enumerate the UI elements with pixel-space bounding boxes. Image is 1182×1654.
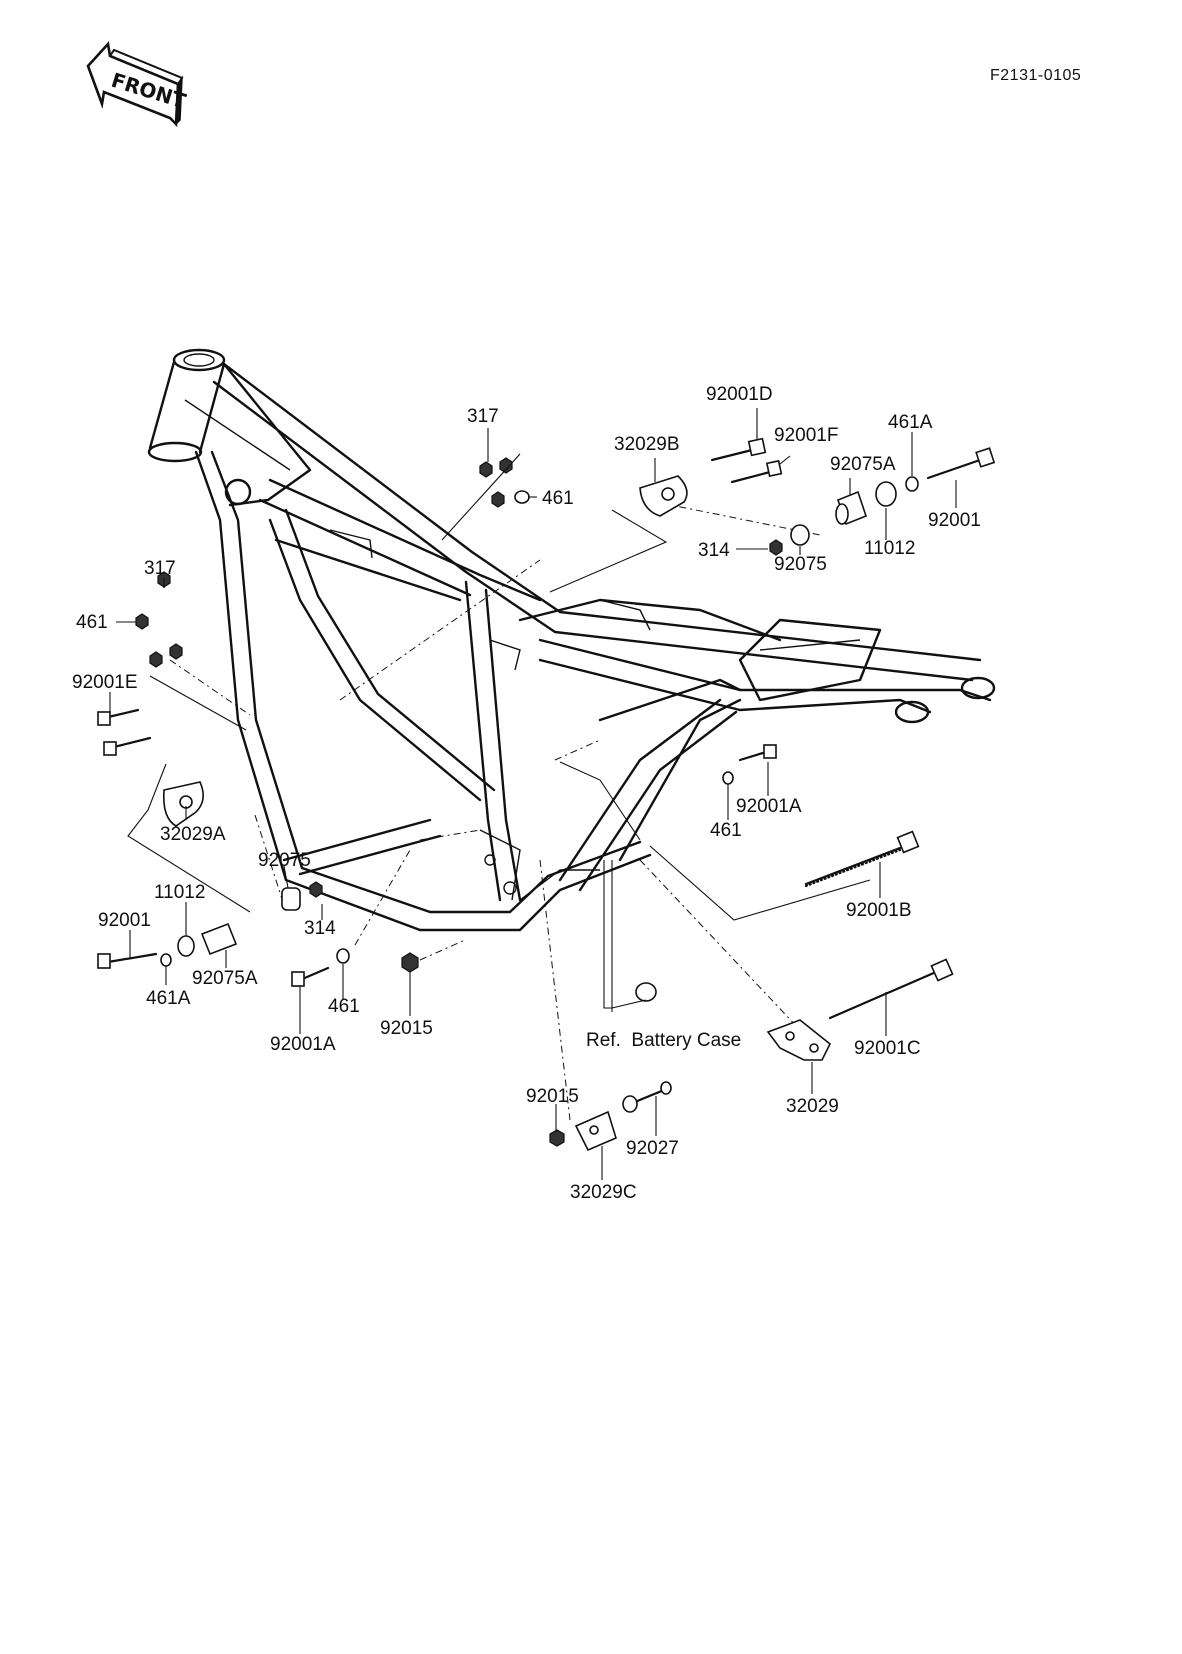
part-label: 92001B xyxy=(846,900,912,921)
part-label: 317 xyxy=(144,558,176,579)
part-label: 92075 xyxy=(774,554,827,575)
part-label: 92015 xyxy=(526,1086,579,1107)
part-label: 461A xyxy=(888,412,933,433)
part-label: 317 xyxy=(467,406,499,427)
part-label: 11012 xyxy=(864,538,915,559)
part-label: 461 xyxy=(328,996,360,1017)
part-label: 461 xyxy=(76,612,108,633)
part-label: 92015 xyxy=(380,1018,433,1039)
hardware-parts xyxy=(97,437,996,1152)
reference-note: Ref. Battery Case xyxy=(586,1030,741,1051)
part-labels: 317 461 32029B 92001D 92001F 92075A 461A… xyxy=(72,384,981,1203)
motorcycle-frame xyxy=(147,348,996,932)
part-label: 92001F xyxy=(774,425,838,446)
part-label: 92001 xyxy=(98,910,151,931)
part-label: 32029A xyxy=(160,824,226,845)
part-label: 461 xyxy=(542,488,574,509)
part-label: 32029 xyxy=(786,1096,839,1117)
part-label: 92001C xyxy=(854,1038,921,1059)
front-arrow-icon: FRONT xyxy=(86,41,189,127)
part-label: 92027 xyxy=(626,1138,679,1159)
part-label: 461 xyxy=(710,820,742,841)
part-label: 11012 xyxy=(154,882,205,903)
part-label: 32029C xyxy=(570,1182,637,1203)
diagram-code: F2131-0105 xyxy=(990,67,1081,84)
part-label: 92001A xyxy=(270,1034,336,1055)
part-label: 461A xyxy=(146,988,191,1009)
part-label: 92001A xyxy=(736,796,802,817)
part-label: 32029B xyxy=(614,434,680,455)
leader-lines xyxy=(109,408,957,1180)
part-label: 92075A xyxy=(192,968,258,989)
part-label: 92001 xyxy=(928,510,981,531)
part-label: 314 xyxy=(698,540,730,561)
part-label: 314 xyxy=(304,918,336,939)
part-label: 92075A xyxy=(830,454,896,475)
part-label: 92001E xyxy=(72,672,138,693)
part-label: 92075 xyxy=(258,850,311,871)
assembly-lines xyxy=(169,499,821,1121)
part-label: 92001D xyxy=(706,384,773,405)
